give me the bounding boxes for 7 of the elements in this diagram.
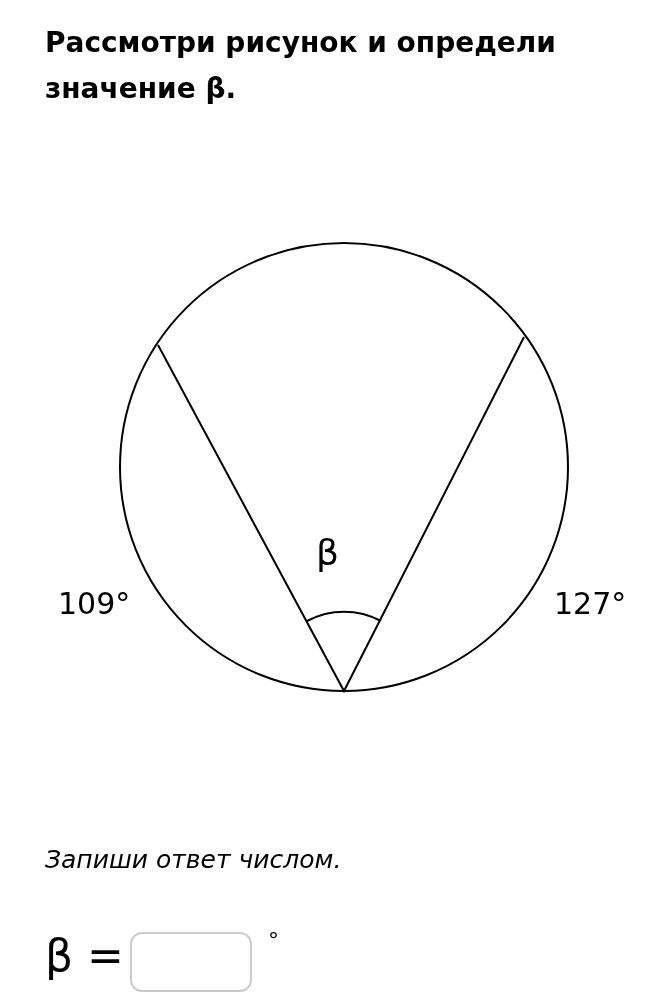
instruction-text: Запиши ответ числом. xyxy=(45,845,342,874)
answer-prompt: β = xyxy=(45,930,124,981)
arc-measure-label: 109° xyxy=(58,586,131,621)
angle-label: β xyxy=(316,532,339,573)
title: Рассмотри рисунок и определи значение β. xyxy=(45,25,557,107)
degree-sign: ° xyxy=(268,928,279,953)
arc-measure-label: 127° xyxy=(554,586,627,621)
